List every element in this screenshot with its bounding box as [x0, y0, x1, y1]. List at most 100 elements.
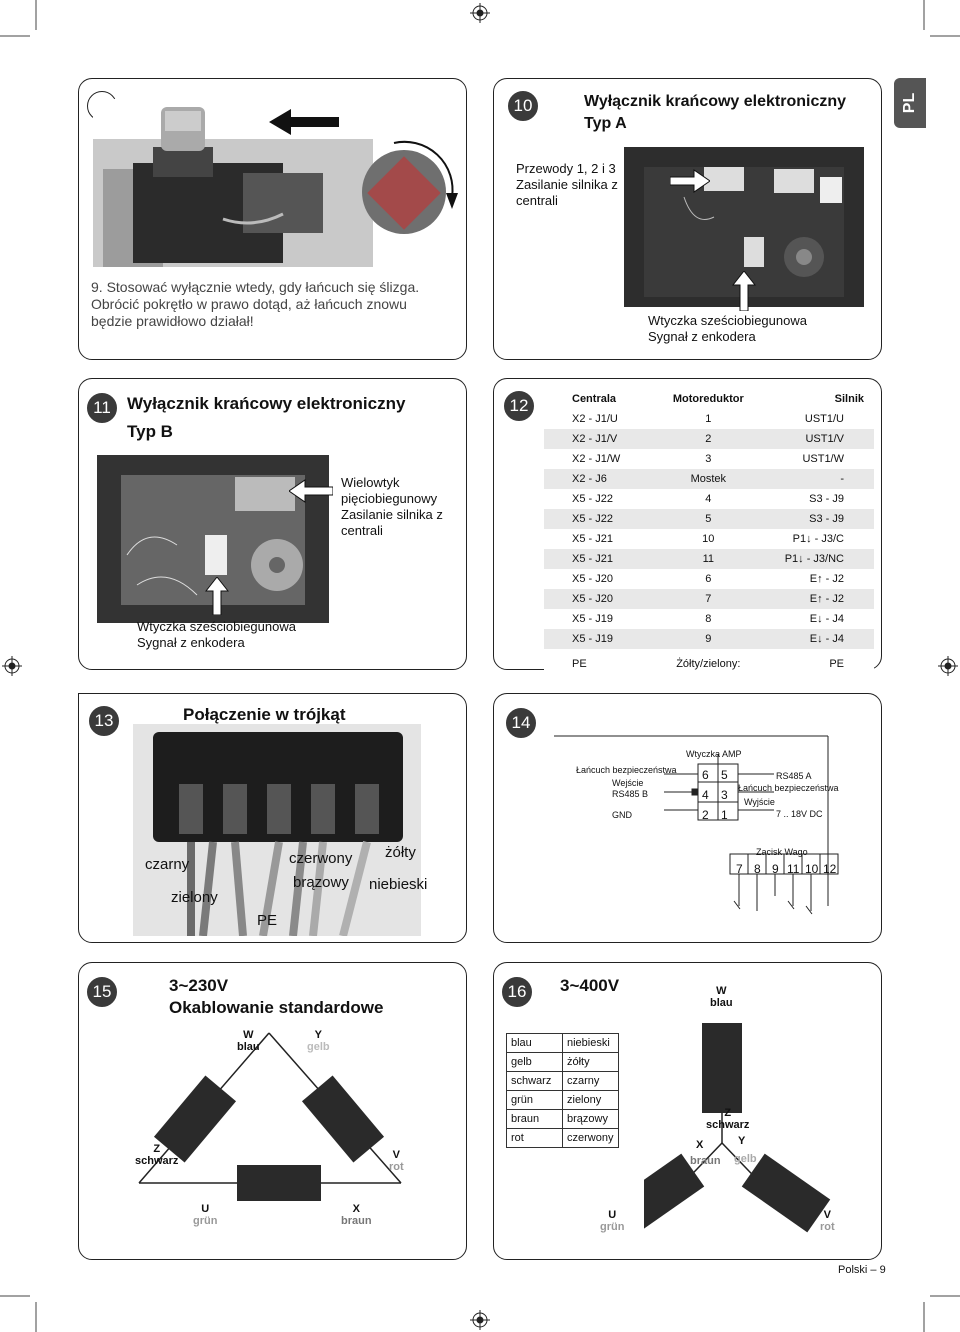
table-cell: X2 - J1/W — [572, 453, 621, 465]
table-cell: Żółty/zielony: — [658, 649, 759, 679]
table-cell: S3 - J9 — [758, 509, 874, 529]
motor-label: braun — [690, 1155, 721, 1167]
wiring-diagram — [554, 735, 839, 915]
table-cell: X5 - J20 — [544, 589, 659, 609]
section-number: 16 — [502, 977, 532, 1007]
table-cell: 11 — [658, 549, 759, 569]
table-cell: UST1/V — [758, 429, 874, 449]
table-cell: 7 — [658, 589, 759, 609]
table-cell: PE — [544, 649, 659, 679]
table-cell: P1↓ - J3/C — [792, 533, 844, 545]
table-cell: X5 - J22 — [544, 509, 659, 529]
voltage-label: 7 .. 18V DC — [776, 809, 823, 819]
motor-label: Y — [738, 1135, 746, 1147]
delta-motor-diagram — [138, 1032, 402, 1201]
table-cell: X5 - J22 — [572, 493, 613, 505]
star-motor-diagram — [644, 1023, 831, 1233]
gnd-label: GND — [612, 810, 632, 820]
amp-pin: 4 — [702, 788, 709, 802]
wire-label: zielony — [171, 889, 218, 906]
table-cell: 8 — [705, 613, 712, 625]
wire-label: żółty — [385, 844, 416, 861]
table-cell: 4 — [705, 493, 712, 505]
table-cell: E↓ - J4 — [758, 629, 874, 649]
section-title: Połączenie w trójkąt — [183, 705, 346, 724]
language-tab: PL — [894, 78, 926, 128]
amp-pin: 6 — [702, 768, 709, 782]
arrow-right-icon — [670, 169, 710, 193]
legend-cell: czerwony — [562, 1128, 619, 1148]
table-cell: 1 — [705, 413, 712, 425]
legend-cell: blau — [506, 1033, 563, 1053]
amp-pin: 1 — [721, 808, 728, 822]
table-cell: X2 - J1/V — [544, 429, 659, 449]
wago-pin: 9 — [772, 862, 779, 876]
table-cell: - — [758, 469, 874, 489]
table-cell: 2 — [658, 429, 759, 449]
registration-mark-icon — [470, 3, 490, 23]
table-cell: X5 - J21 — [572, 533, 613, 545]
arrow-up-icon — [205, 577, 229, 615]
table-cell: E↑ - J2 — [758, 589, 874, 609]
registration-mark-icon — [938, 656, 958, 676]
knob-rotation-diagram — [354, 137, 459, 242]
wago-pin: 12 — [823, 862, 837, 876]
legend-cell: brązowy — [562, 1109, 619, 1129]
section-12-panel: 1 2 Centrala Motoreduktor Silnik X2 - J1/… — [493, 378, 882, 679]
amp-pin: 3 — [721, 788, 728, 802]
section-number: 14 — [506, 708, 536, 738]
chain-label: Łańcuch bezpieczeństwa — [576, 765, 677, 775]
table-cell: X5 - J21 — [544, 549, 659, 569]
wago-label: Zacisk Wago — [756, 847, 808, 857]
section-13-panel: 13 Połączenie w trójkąt czarny zielony P… — [78, 693, 467, 943]
legend-cell: rot — [506, 1128, 563, 1148]
table-cell: 3 — [705, 453, 712, 465]
registration-mark-icon — [470, 1310, 490, 1330]
table-cell: X5 - J19 — [544, 629, 659, 649]
table-cell: P1↓ - J3/NC — [758, 549, 874, 569]
wago-pin: 8 — [754, 862, 761, 876]
wago-pin: 11 — [787, 862, 800, 876]
arrow-left-icon — [269, 109, 339, 135]
table-cell: E↑ - J2 — [809, 573, 844, 585]
legend-cell: żółty — [562, 1052, 619, 1072]
wago-pin: 10 — [805, 862, 819, 876]
table-cell: Mostek — [658, 469, 759, 489]
section-number: 11 — [87, 393, 117, 423]
arrow-up-icon — [732, 271, 756, 311]
legend-cell: braun — [506, 1109, 563, 1129]
section-9-text: 9. Stosować wyłącznie wtedy, gdy łańcuch… — [91, 279, 420, 329]
section-9-panel: 9 9. Stosować wyłącznie wtedy, gdy łańcu… — [78, 78, 467, 360]
wire-label: brązowy — [293, 874, 349, 891]
amp-pin: 5 — [721, 768, 728, 782]
wago-pin: 7 — [736, 862, 743, 876]
legend-cell: niebieski — [562, 1033, 619, 1053]
section-14-panel: 14 — [493, 693, 882, 943]
page-footer: Polski – 9 — [838, 1264, 886, 1276]
motor-label: X — [696, 1139, 704, 1151]
table-cell: X5 - J20 — [572, 573, 613, 585]
section-number: 10 — [508, 91, 538, 121]
